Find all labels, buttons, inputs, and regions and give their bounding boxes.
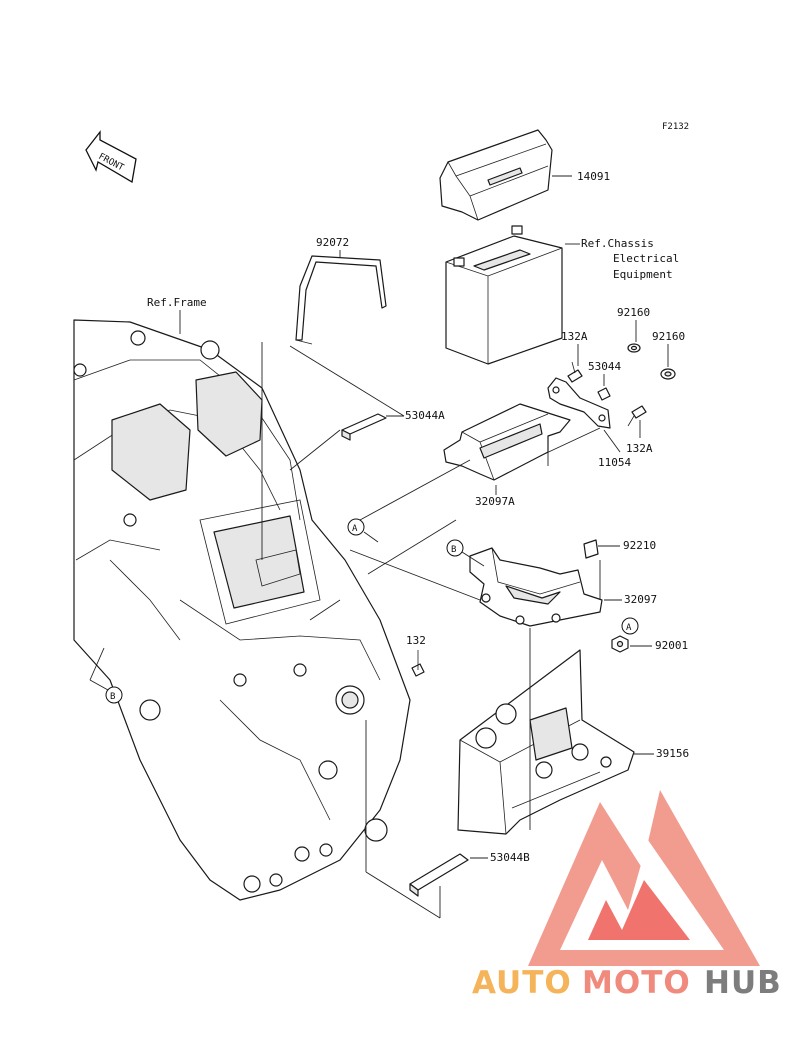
battery-case-lower bbox=[469, 547, 603, 627]
battery-terminal-negative bbox=[453, 257, 465, 267]
clip-92210 bbox=[583, 539, 599, 559]
label-132: 132 bbox=[406, 634, 426, 647]
grommet-92160b bbox=[660, 368, 676, 380]
label-53044a: 53044A bbox=[405, 409, 445, 422]
spacer-53044 bbox=[597, 387, 611, 401]
battery-strap bbox=[295, 255, 387, 345]
label-92160a: 92160 bbox=[617, 306, 650, 319]
label-92210: 92210 bbox=[623, 539, 656, 552]
front-arrow-icon: FRONT bbox=[85, 130, 137, 184]
callout-b-left: B bbox=[105, 686, 123, 704]
bolt-132a-top bbox=[567, 361, 583, 383]
logo-text-auto: AUTO bbox=[472, 965, 572, 1001]
callout-a-lower: A bbox=[621, 617, 639, 635]
battery-case-upper bbox=[443, 403, 571, 481]
label-132a-top: 132A bbox=[561, 330, 588, 343]
label-11054: 11054 bbox=[598, 456, 631, 469]
callout-a-upper: A bbox=[347, 518, 365, 536]
battery bbox=[445, 225, 563, 365]
ref-chassis-label-2: Electrical bbox=[613, 252, 679, 265]
logo-text-hub: HUB bbox=[704, 965, 782, 1001]
label-32097: 32097 bbox=[624, 593, 657, 606]
grommet-92160a bbox=[627, 343, 641, 353]
logo-text-moto: MOTO bbox=[582, 965, 691, 1001]
bolt-132a-bottom bbox=[627, 405, 647, 427]
automotohub-wordmark: AUTO MOTO HUB bbox=[472, 965, 782, 1001]
rubber-pad-53044b bbox=[409, 853, 469, 897]
callout-b-right: B bbox=[446, 539, 464, 557]
label-32097a: 32097A bbox=[475, 495, 515, 508]
label-132a-bottom: 132A bbox=[626, 442, 653, 455]
battery-tray-39156 bbox=[457, 649, 635, 835]
ref-frame-label: Ref.Frame bbox=[147, 296, 207, 309]
label-14091: 14091 bbox=[577, 170, 610, 183]
svg-text:A: A bbox=[626, 623, 632, 633]
rubber-pad-53044a bbox=[341, 413, 387, 441]
label-92072: 92072 bbox=[316, 236, 349, 249]
bracket-11054 bbox=[547, 377, 611, 429]
motorcycle-frame bbox=[73, 319, 411, 901]
label-92001: 92001 bbox=[655, 639, 688, 652]
automotohub-logo-icon bbox=[528, 790, 760, 966]
svg-text:B: B bbox=[451, 545, 456, 555]
figure-code: F2132 bbox=[662, 122, 689, 132]
svg-text:A: A bbox=[352, 524, 358, 534]
assembly-lines bbox=[261, 342, 601, 919]
svg-text:B: B bbox=[110, 692, 115, 702]
ref-chassis-label-1: Ref.Chassis bbox=[581, 237, 654, 250]
label-53044: 53044 bbox=[588, 360, 621, 373]
label-39156: 39156 bbox=[656, 747, 689, 760]
battery-cover bbox=[439, 129, 553, 221]
ref-chassis-label-3: Equipment bbox=[613, 268, 673, 281]
bolt-132 bbox=[411, 650, 425, 677]
label-53044b: 53044B bbox=[490, 851, 530, 864]
battery-terminal-positive bbox=[511, 225, 523, 235]
label-92160b: 92160 bbox=[652, 330, 685, 343]
nut-92001 bbox=[611, 635, 629, 653]
